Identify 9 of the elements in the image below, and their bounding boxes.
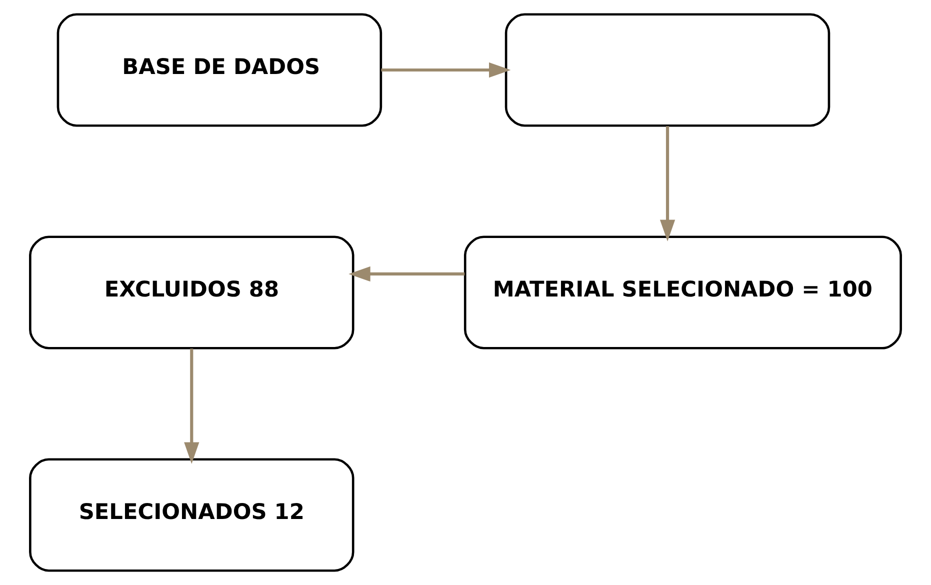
node-box: MATERIAL SELECIONADO = 100 (464, 236, 902, 350)
arrow (660, 126, 676, 242)
node-box: SELECIONADOS 12 (29, 458, 354, 572)
node-box: BASE DE DADOS (56, 13, 382, 127)
node-box: EXCLUIDOS 88 (29, 236, 354, 350)
arrow (348, 266, 465, 282)
arrow (184, 348, 200, 464)
arrow (381, 62, 511, 78)
node-box (504, 13, 830, 127)
